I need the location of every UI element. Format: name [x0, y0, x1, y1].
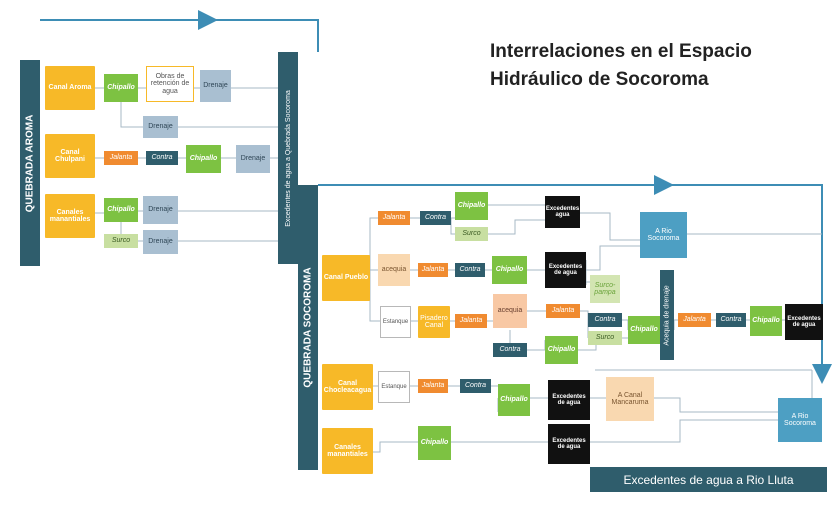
canal-chulpani: Canal Chulpani — [45, 134, 95, 178]
contra-pueblo-a: Contra — [420, 211, 451, 225]
title-line-1: Interrelaciones en el Espacio — [490, 41, 752, 62]
contra-pueblo-f: Contra — [716, 313, 746, 327]
chipallo-manantiales: Chipallo — [418, 426, 451, 460]
drenaje-aroma-5: Drenaje — [143, 230, 178, 254]
jalanta-pueblo-d: Jalanta — [546, 304, 580, 318]
jalanta-pueblo-c: Jalanta — [455, 314, 487, 328]
chipallo-aroma-2: Chipallo — [186, 145, 221, 173]
a-rio-socoroma-1: A Rio Socoroma — [640, 212, 687, 258]
chipallo-chocleacagua: Chipallo — [498, 384, 530, 416]
excedentes-rio-lluta-bar: Excedentes de agua a Rio Lluta — [590, 467, 827, 492]
contra-pueblo-b: Contra — [455, 263, 485, 277]
chipallo-pueblo-d: Chipallo — [628, 316, 660, 344]
excedentes-quebrada-bar: Excedentes de agua a Quebrada Socoroma — [278, 52, 298, 264]
drenaje-aroma-4: Drenaje — [143, 196, 178, 224]
quebrada-socoroma-label: QUEBRADA SOCOROMA — [302, 267, 314, 388]
drenaje-aroma-2: Drenaje — [143, 116, 178, 138]
top-flow-arrow — [40, 19, 319, 52]
chipallo-pueblo-f: Chipallo — [750, 306, 782, 336]
excedentes-pueblo-a: Excedentes agua — [545, 196, 580, 228]
quebrada-socoroma-bar: QUEBRADA SOCOROMA — [298, 185, 318, 470]
chipallo-pueblo-e: Chipallo — [545, 336, 578, 364]
acequia-pueblo-2: acequia — [493, 294, 527, 328]
estanque-pueblo: Estanque — [380, 306, 411, 338]
surco-pueblo-d: Surco — [588, 331, 622, 345]
excedentes-manantiales: Excedentes de agua — [548, 424, 590, 464]
chipallo-pueblo-b: Chipallo — [492, 256, 527, 284]
surco-pampa: Surco-pampa — [590, 275, 620, 303]
excedentes-quebrada-label: Excedentes de agua a Quebrada Socoroma — [284, 89, 292, 227]
jalanta-pueblo-f: Jalanta — [678, 313, 711, 327]
canal-aroma: Canal Aroma — [45, 66, 95, 110]
contra-pueblo-d: Contra — [588, 313, 622, 327]
canal-chocleacagua: Canal Chocleacagua — [322, 364, 373, 410]
surco-pueblo-a: Surco — [455, 227, 488, 241]
contra-chocleacagua: Contra — [460, 379, 491, 393]
chipallo-aroma-3: Chipallo — [104, 198, 138, 222]
chipallo-pueblo-a: Chipallo — [455, 192, 488, 220]
excedentes-chocleacagua: Excedentes de agua — [548, 380, 590, 420]
quebrada-aroma-bar: QUEBRADA AROMA — [20, 60, 40, 266]
title-line-2: Hidráulico de Socoroma — [490, 69, 709, 90]
jalanta-pueblo-b: Jalanta — [418, 263, 448, 277]
acequia-drenaje-label: Acequia de drenaje — [663, 284, 671, 346]
canales-manantiales-socoroma: Canales manantiales — [322, 428, 373, 474]
drenaje-aroma-1: Drenaje — [200, 70, 231, 102]
quebrada-aroma-label: QUEBRADA AROMA — [24, 114, 36, 212]
acequia-drenaje-bar: Acequia de drenaje — [660, 270, 674, 360]
drenaje-aroma-3: Drenaje — [236, 145, 270, 173]
canal-pueblo: Canal Pueblo — [322, 255, 370, 301]
surco-aroma: Surco — [104, 234, 138, 248]
pisadero-canal: Pisadero Canal — [418, 306, 450, 338]
contra-aroma: Contra — [146, 151, 178, 165]
a-canal-mancaruma: A Canal Mancaruma — [606, 377, 654, 421]
jalanta-chocleacagua: Jalanta — [418, 379, 448, 393]
diagram-title: Interrelaciones en el Espacio Hidráulico… — [490, 38, 820, 94]
contra-pueblo-e: Contra — [493, 343, 527, 357]
obras-retencion: Obras de retención de agua — [146, 66, 194, 102]
jalanta-aroma: Jalanta — [104, 151, 138, 165]
acequia-pueblo-1: acequia — [378, 254, 410, 286]
canales-manantiales-aroma: Canales manantiales — [45, 194, 95, 238]
excedentes-pueblo-f: Excedentes de agua — [785, 304, 823, 340]
jalanta-pueblo-a: Jalanta — [378, 211, 410, 225]
excedentes-pueblo-b: Excedentes de agua — [545, 252, 586, 288]
chipallo-aroma-1: Chipallo — [104, 74, 138, 102]
estanque-chocleacagua: Estanque — [378, 371, 410, 403]
a-rio-socoroma-2: A Rio Socoroma — [778, 398, 822, 442]
